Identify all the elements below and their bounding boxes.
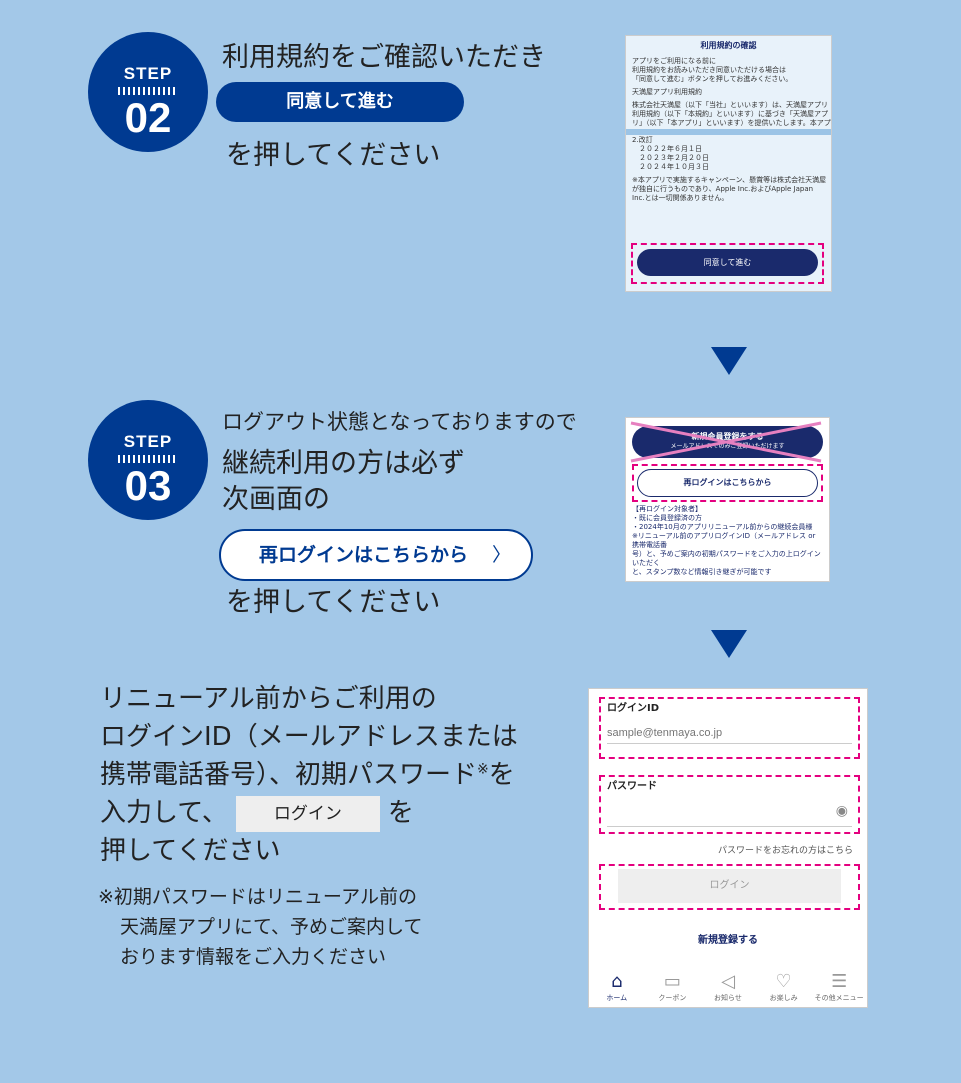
terms-text: 天満屋アプリ利用規約 bbox=[632, 88, 702, 96]
instruction-line: リニューアル前からご利用の bbox=[100, 684, 437, 714]
coupon-icon: ▭ bbox=[663, 971, 681, 992]
instruction-line: ログインID（メールアドレスまたは bbox=[100, 722, 518, 752]
megaphone-icon: ◁ bbox=[721, 971, 735, 992]
note-text: と、スタンプ数など情報引き継ぎが可能です bbox=[632, 568, 772, 576]
step-label: STEP bbox=[123, 64, 173, 83]
terms-text: Inc.とは一切関係ありません。 bbox=[632, 194, 729, 202]
note-line: 天満屋アプリにて、予めご案内して bbox=[120, 916, 423, 938]
password-label: パスワード bbox=[607, 781, 657, 792]
terms-text: アプリをご利用になる前に bbox=[632, 57, 716, 65]
terms-screenshot: 利用規約の確認 アプリをご利用になる前に 利用規約をお読みいただき同意いただける… bbox=[625, 35, 832, 292]
step-02-badge: STEP 02 bbox=[88, 32, 208, 152]
note-mark: ※ bbox=[477, 761, 489, 778]
relogin-label: 再ログインはこちらから bbox=[259, 544, 469, 566]
new-member-sub: メールアドレスでのみご登録いただけます bbox=[670, 443, 785, 450]
down-arrow-icon bbox=[711, 347, 747, 375]
note-text: ※リニューアル前のアプリログインID（メールアドレス or 携帯電話番 bbox=[632, 532, 816, 549]
note-line: ※初期パスワードはリニューアル前の bbox=[98, 886, 417, 908]
note-text: 号）と、予めご案内の初期パスワードをご入力の上ログインいただく bbox=[632, 550, 821, 567]
note-text: 【再ログイン対象者】 bbox=[632, 505, 702, 513]
chevron-right-icon: 〉 bbox=[491, 544, 511, 566]
relogin-button-illustration: 再ログインはこちらから 〉 bbox=[219, 529, 533, 581]
register-link[interactable]: 新規登録する bbox=[698, 935, 758, 946]
nav-label: クーポン bbox=[658, 994, 687, 1002]
tick-decoration bbox=[118, 87, 178, 95]
login-button-illustration: ログイン bbox=[235, 795, 380, 832]
step-label: STEP bbox=[123, 432, 173, 451]
nav-label: ホーム bbox=[606, 994, 628, 1002]
step-03-line3: 次画面の bbox=[222, 484, 330, 515]
eye-icon[interactable]: ◉ bbox=[835, 803, 848, 819]
gift-icon: ♡ bbox=[775, 971, 792, 992]
relogin-screenshot: 新規会員登録をする メールアドレスでのみご登録いただけます 再ログインはこちらか… bbox=[625, 417, 830, 582]
terms-text: リ」（以下「本アプリ」といいます）を提供いたします。本アプ bbox=[632, 119, 831, 127]
step-02-line2: を押してください bbox=[226, 140, 441, 171]
instruction-line: 入力して、 bbox=[100, 798, 228, 828]
password-input[interactable]: ◉ bbox=[607, 803, 852, 827]
note-text: ・既に会員登録済の方 bbox=[632, 514, 702, 522]
terms-text: 利用規約をお読みいただき同意いただける場合は bbox=[632, 66, 786, 74]
note-text: ・2024年10月のアプリリニューアル前からの継続会員様 bbox=[632, 523, 813, 531]
nav-label: お楽しみ bbox=[769, 994, 798, 1002]
nav-coupon[interactable]: ▭ クーポン bbox=[645, 971, 701, 1003]
relogin-label: 再ログインはこちらから bbox=[683, 478, 772, 487]
down-arrow-icon bbox=[711, 630, 747, 658]
terms-text: 株式会社天満屋（以下「当社」といいます）は、天満屋アプリ bbox=[632, 101, 828, 109]
menu-icon: ☰ bbox=[831, 971, 848, 992]
home-icon: ⌂ bbox=[611, 971, 623, 992]
step-03-line1: ログアウト状態となっておりますので bbox=[222, 410, 577, 434]
login-screenshot: ログインID パスワード ◉ パスワードをお忘れの方はこちら ログイン 新規登録… bbox=[588, 688, 868, 1008]
terms-text: が独自に行うものであり、Apple Inc.およびApple Japan bbox=[632, 185, 814, 193]
wave-decoration bbox=[626, 129, 831, 135]
note-line: おります情報をご入力ください bbox=[120, 946, 387, 968]
nav-label: その他メニュー bbox=[814, 994, 864, 1002]
instruction-line: を bbox=[387, 798, 414, 828]
forgot-password-link[interactable]: パスワードをお忘れの方はこちら bbox=[717, 846, 853, 856]
tick-decoration bbox=[118, 455, 178, 463]
nav-news[interactable]: ◁ お知らせ bbox=[700, 971, 756, 1003]
nav-label: お知らせ bbox=[714, 994, 742, 1002]
step-number: 03 bbox=[124, 462, 172, 509]
bottom-nav: ⌂ ホーム ▭ クーポン ◁ お知らせ ♡ お楽しみ ☰ その他メニュー bbox=[589, 971, 867, 1003]
agree-button-illustration: 同意して進む bbox=[216, 82, 464, 122]
step-03-line4: を押してください bbox=[226, 587, 441, 618]
terms-text: ２０２２年６月１日 bbox=[632, 145, 702, 153]
step-number: 02 bbox=[124, 94, 172, 141]
login-id-input[interactable] bbox=[607, 727, 852, 744]
terms-title: 利用規約の確認 bbox=[700, 41, 757, 50]
terms-text: ※本アプリで実施するキャンペーン、懸賞等は株式会社天満屋 bbox=[632, 176, 827, 184]
new-member-title: 新規会員登録をする bbox=[691, 432, 764, 441]
terms-text: 利用規約（以下「本規約」といいます）に基づき「天満屋アプ bbox=[632, 110, 828, 118]
agree-button[interactable]: 同意して進む bbox=[637, 249, 818, 276]
nav-fun[interactable]: ♡ お楽しみ bbox=[756, 971, 812, 1003]
terms-text: ２０２４年１０月３日 bbox=[632, 163, 709, 171]
nav-menu[interactable]: ☰ その他メニュー bbox=[811, 971, 867, 1003]
login-id-label: ログインID bbox=[607, 703, 660, 714]
terms-text: 「同意して進む」ボタンを押してお進みください。 bbox=[632, 75, 793, 83]
instruction-line: 携帯電話番号）、初期パスワード bbox=[100, 760, 478, 790]
new-member-button[interactable]: 新規会員登録をする メールアドレスでのみご登録いただけます bbox=[630, 421, 823, 463]
step-03-line2: 継続利用の方は必ず bbox=[222, 448, 465, 479]
nav-home[interactable]: ⌂ ホーム bbox=[589, 971, 645, 1003]
step-03-badge: STEP 03 bbox=[88, 400, 208, 520]
step-02-line1: 利用規約をご確認いただき bbox=[222, 42, 546, 73]
terms-text: ２０２３年２月２０日 bbox=[632, 154, 709, 162]
instruction-line: 押してください bbox=[100, 836, 281, 866]
instruction-line: を bbox=[488, 760, 515, 790]
terms-text: 2.改訂 bbox=[632, 136, 653, 144]
cross-out-mark bbox=[630, 421, 822, 463]
relogin-button[interactable]: 再ログインはこちらから bbox=[637, 469, 818, 497]
login-button[interactable]: ログイン bbox=[618, 869, 841, 903]
